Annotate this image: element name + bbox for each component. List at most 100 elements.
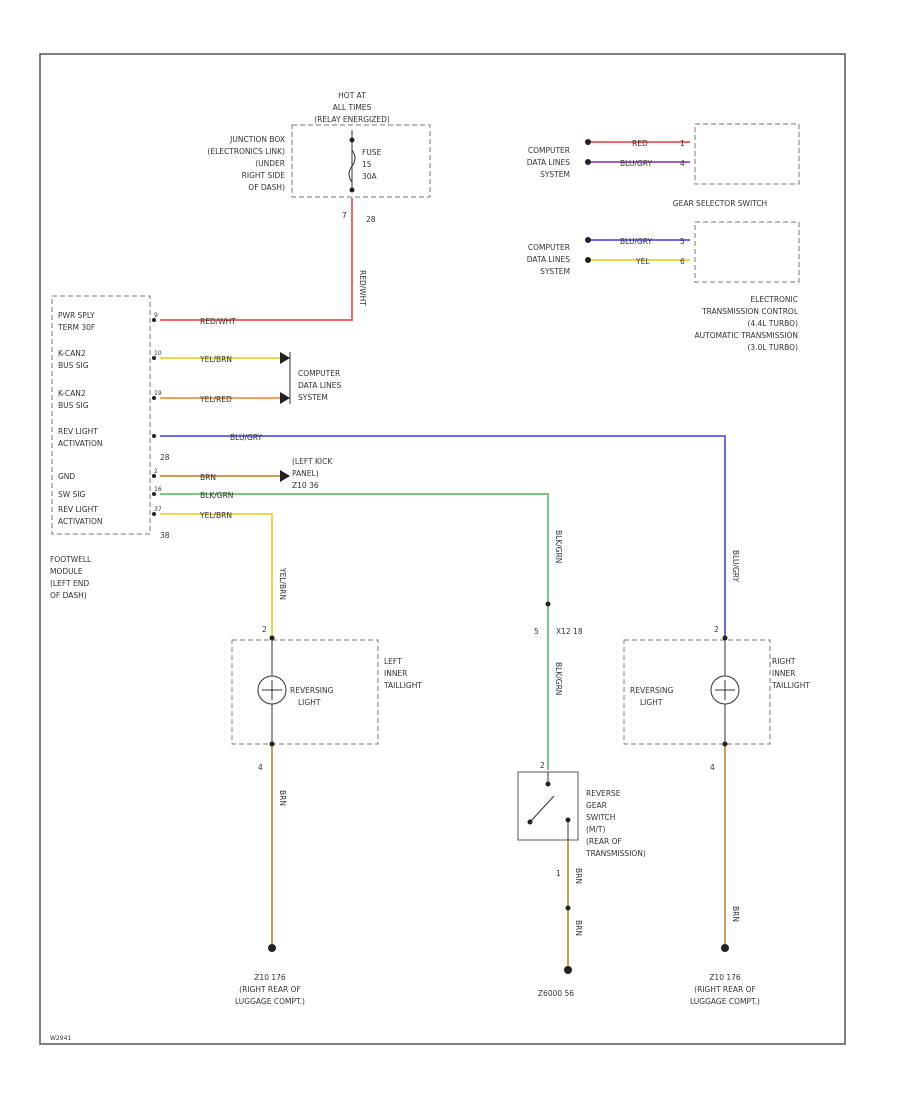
ground-middle-1: Z6000 56 [538,989,574,998]
ground-left-2: (RIGHT REAR OF [239,985,301,994]
label-brown-gnd: BRN [200,473,216,482]
label-green-vert-lower: BLK/GRN [554,662,563,695]
arrow-can1 [280,352,290,364]
cdl-label-3: SYSTEM [298,393,328,402]
label-red-white-vert: RED/WHT [358,270,367,306]
footwell-row-pin: 19 [154,390,162,397]
junction-box-label-1: JUNCTION BOX [229,135,285,144]
etc-outline [694,221,800,283]
label-blue-vert: BLU/GRY [731,550,740,583]
left-kick-label-3: Z10 36 [292,481,319,490]
left-tail-top-dot [269,635,275,641]
etc-name-2: TRANSMISSION CONTROL [701,307,799,316]
etc-name-4: AUTOMATIC TRANSMISSION [695,331,798,340]
footwell-pin-dot [152,434,156,438]
footwell-pin-dot [152,492,156,496]
left-tail-pin-bottom: 4 [258,763,263,772]
left-tail-box-2: LIGHT [298,698,321,707]
footwell-row-pin: 10 [154,350,162,357]
etc-cdl-1: COMPUTER [528,243,570,252]
ground-left-1: Z10 176 [254,973,286,982]
gs-dot-2 [585,159,591,165]
etc-cdl-3: SYSTEM [540,267,570,276]
footwell-row-label-2: BUS SIG [58,361,89,370]
ground-right-1: Z10 176 [709,973,741,982]
gs-outline [694,123,800,185]
right-tail-box-2: LIGHT [640,698,663,707]
gear-selector-switch: COMPUTER DATA LINES SYSTEM 1 4 GEAR SELE… [527,123,800,208]
ground-right-2: (RIGHT REAR OF [694,985,756,994]
label-blue-activation: BLU/GRY [230,433,263,442]
rs-contact-arm [529,795,555,823]
label-green-sw-sig: BLK/GRN [200,491,233,500]
footwell-row-label-2: ACTIVATION [58,439,103,448]
footwell-row-label-2: BUS SIG [58,401,89,410]
ground-right-dot [721,944,729,952]
label-green-vert-upper: BLK/GRN [554,530,563,563]
junction-box-label-2: (ELECTRONICS LINK) [207,147,285,156]
gs-dot-1 [585,139,591,145]
cdl-label-2: DATA LINES [298,381,341,390]
ground-left-dot [268,944,276,952]
label-yellow-vert: YEL/BRN [278,567,287,600]
label-brown-mid-upper: BRN [574,868,583,884]
label-brown-mid-lower: BRN [574,920,583,936]
wire-blue-rev-activation [160,435,726,636]
footwell-name-3: (LEFT END [50,579,89,588]
gs-name: GEAR SELECTOR SWITCH [673,199,767,208]
left-tail-name-2: INNER [384,669,407,678]
label-etc-yellow: YEL [635,257,650,266]
rs-name-4: (M/T) [586,825,606,834]
footwell-row-label-1: SW SIG [58,490,86,499]
gs-cdl-3: SYSTEM [540,170,570,179]
diagram-id: W2941 [50,1035,71,1042]
right-tail-name-2: INNER [772,669,795,678]
fuse-label-1: FUSE [362,148,382,157]
fuse-15-symbol [348,149,356,183]
ground-right-3: LUGGAGE COMPT.) [690,997,760,1006]
footwell-pin-dot [152,512,156,516]
fuse-label-3: 30A [362,172,378,181]
junction-box-outline [291,124,431,198]
left-kick-label-1: (LEFT KICK [292,457,333,466]
footwell-pin-dot [152,474,156,478]
footwell-row-pin: 9 [154,312,158,319]
rs-splice-dot [565,905,571,911]
right-bulb-filament [715,680,735,700]
ground-left-3: LUGGAGE COMPT.) [235,997,305,1006]
etc-cdl-2: DATA LINES [527,255,570,264]
etc-name-5: (3.0L TURBO) [747,343,798,352]
hot-label-1: HOT AT [338,91,366,100]
footwell-row-pin: 16 [154,486,162,493]
gs-pin-b: 4 [680,159,685,168]
right-tail-name-3: TAILLIGHT [771,681,810,690]
footwell-row-label-1: REV LIGHT [58,505,98,514]
wire-red-white [160,198,353,321]
label-etc-blue: BLU/GRY [620,237,653,246]
footwell-name-2: MODULE [50,567,83,576]
computer-data-lines-footwell: COMPUTER DATA LINES SYSTEM (LEFT KICK PA… [280,352,341,490]
fuse-top-dot [349,137,355,143]
hot-label-3: (RELAY ENERGIZED) [314,115,390,124]
rs-top-contact [545,781,551,787]
hot-at-all-times-block: HOT AT ALL TIMES (RELAY ENERGIZED) FUSE … [207,91,431,224]
left-tail-pin-top: 2 [262,625,267,634]
footwell-name-1: FOOTWELL [50,555,92,564]
rs-name-3: SWITCH [586,813,615,822]
right-tail-pin-bottom: 4 [710,763,715,772]
footwell-row-pin: 2 [154,468,158,475]
ground-middle-dot [564,966,572,974]
footwell-pin-dot [152,356,156,360]
junction-pin-right: 28 [366,215,376,224]
label-gs-blue: BLU/GRY [620,159,653,168]
reverse-gear-switch: 5 X12 18 2 1 REVERSE GEAR SWITCH (M/T) (… [517,601,646,911]
etc-pin-b: 6 [680,257,685,266]
etc-name-1: ELECTRONIC [750,295,798,304]
left-tail-outline [231,639,379,745]
right-tail-name-1: RIGHT [772,657,796,666]
fuse-bottom-dot [349,187,355,193]
rs-pin-top: 2 [540,761,545,770]
rs-pin-bottom: 1 [556,869,561,878]
rs-pivot [527,819,533,825]
